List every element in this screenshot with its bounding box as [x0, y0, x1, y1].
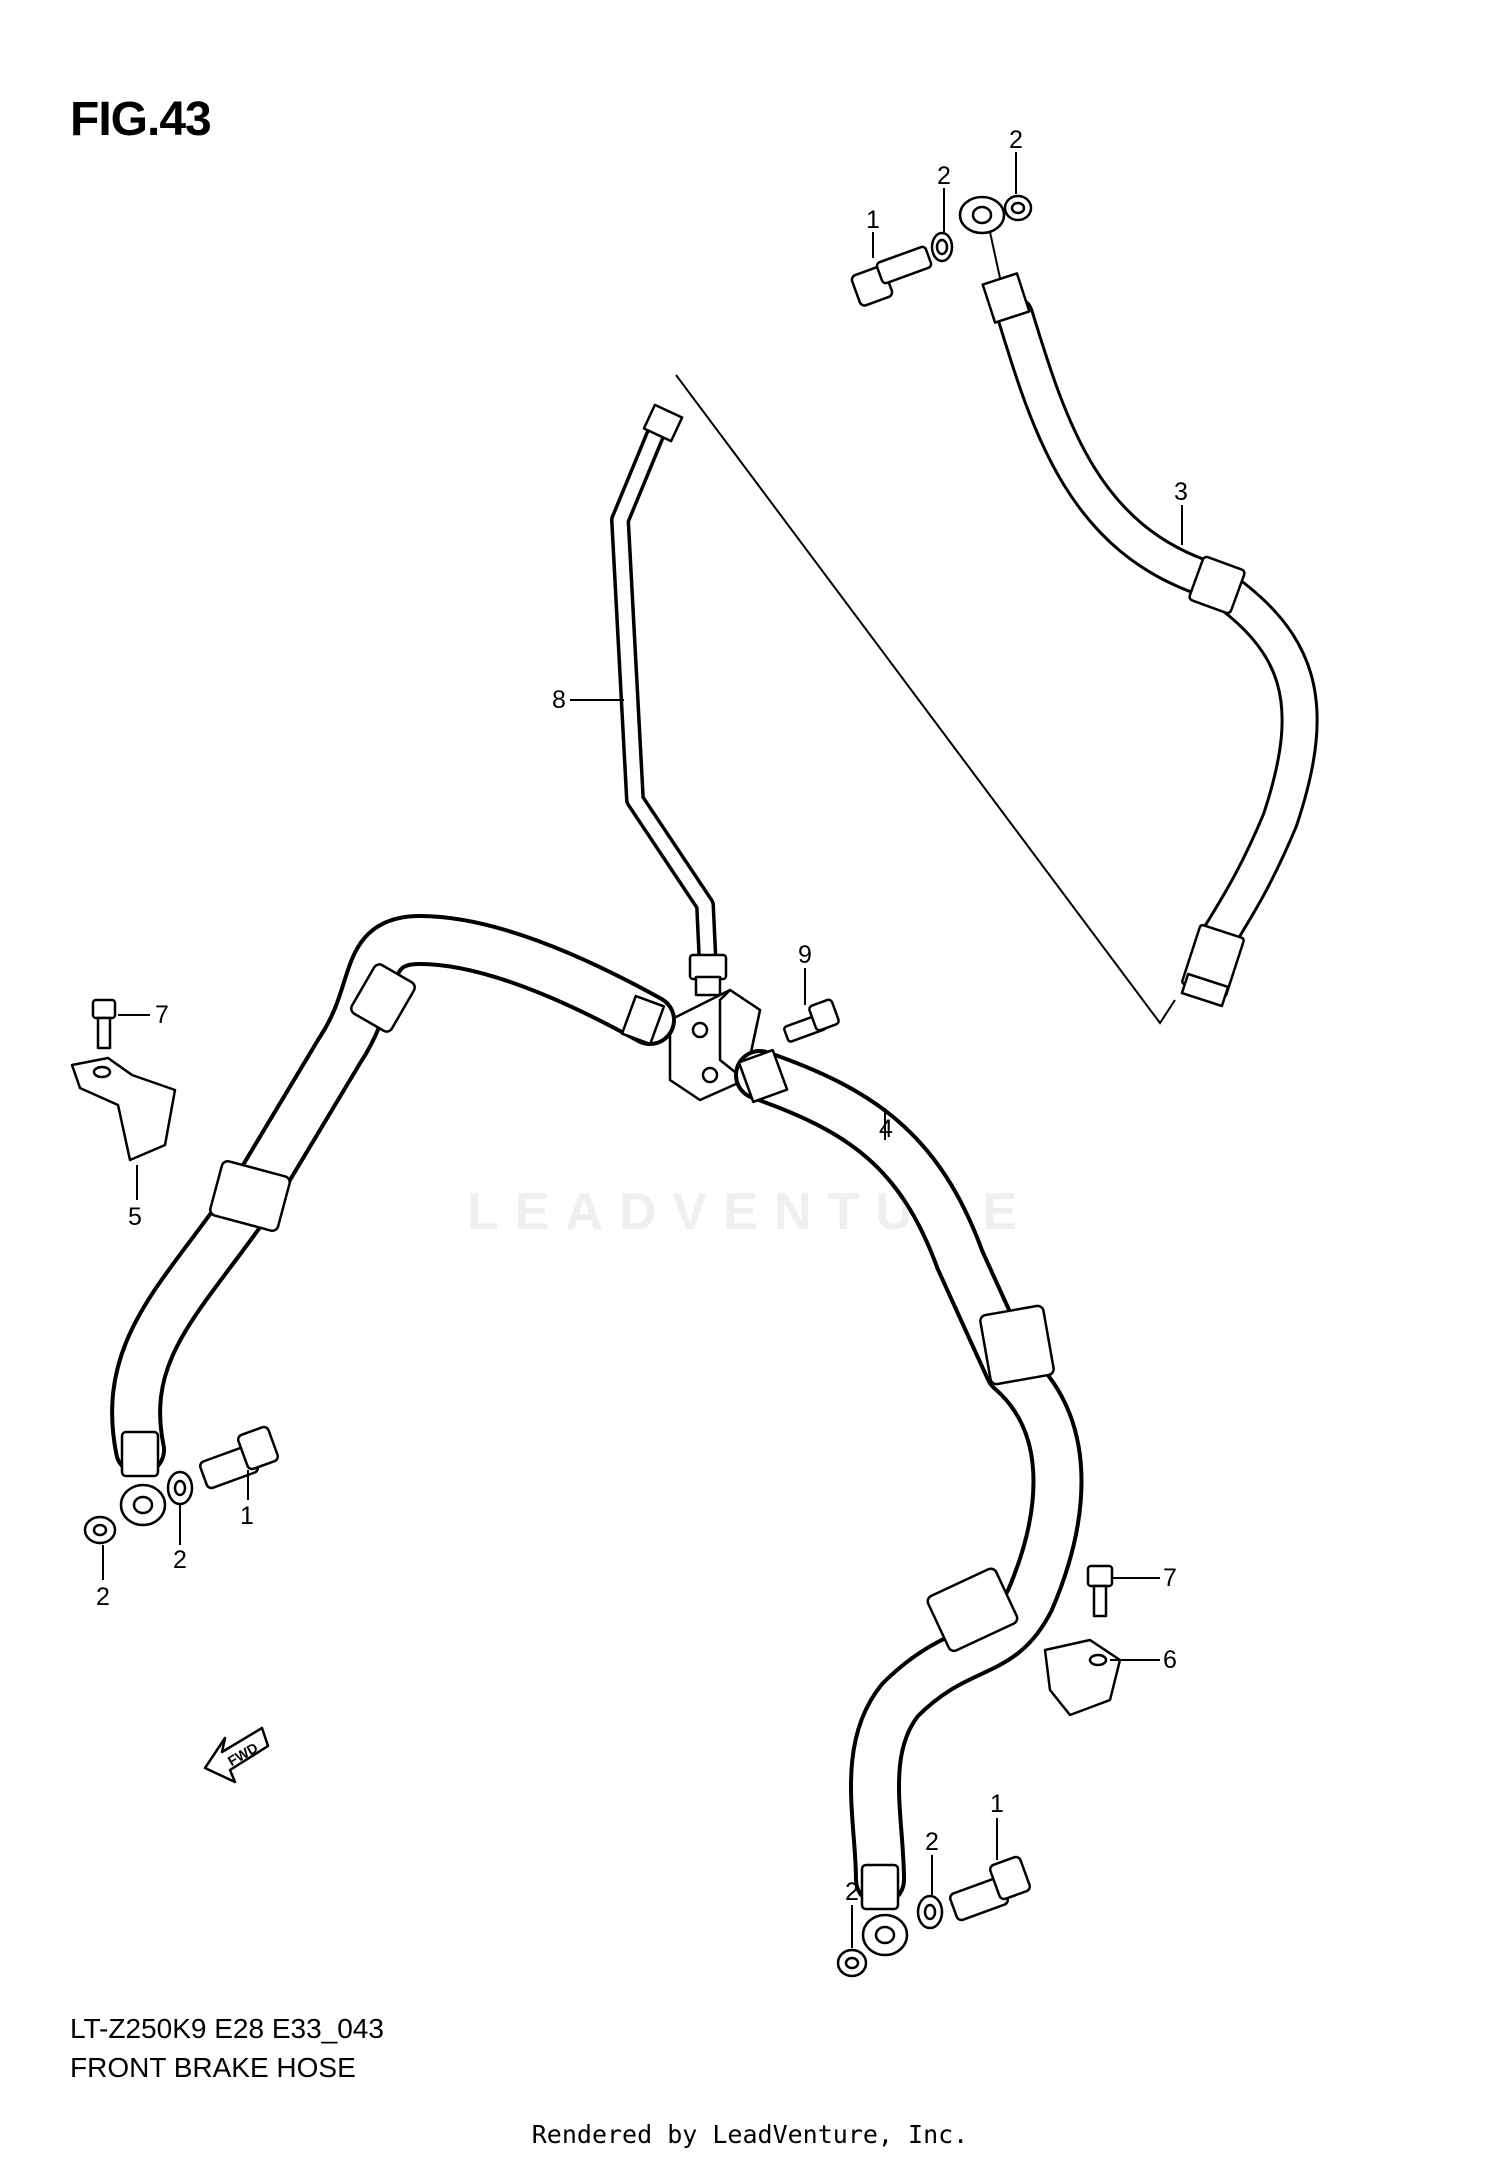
callout-1-top: 1: [866, 206, 880, 234]
callout-6: 6: [1163, 1646, 1177, 1674]
callout-7-left: 7: [155, 1001, 169, 1029]
part-title: FRONT BRAKE HOSE: [70, 2052, 356, 2083]
washer-top-b: [1003, 194, 1033, 222]
washer-left-a: [166, 1470, 194, 1506]
callout-2-left-b: 2: [96, 1583, 110, 1611]
callout-3: 3: [1174, 478, 1188, 506]
brake-pipe[interactable]: [610, 403, 728, 997]
banjo-bolt-left[interactable]: [198, 1425, 280, 1490]
washer-top-a: [930, 231, 954, 263]
clamp-bracket-right[interactable]: [1043, 1638, 1122, 1717]
banjo-fitting-right: [861, 1913, 909, 1957]
callout-5: 5: [128, 1203, 142, 1231]
washer-bottom-a: [916, 1894, 944, 1930]
brake-hose-right[interactable]: [734, 1048, 1084, 1911]
callout-1-left: 1: [240, 1502, 254, 1530]
clamp-bolt-left[interactable]: [91, 998, 117, 1050]
callout-8: 8: [552, 686, 566, 714]
callout-9: 9: [798, 941, 812, 969]
banjo-bolt-top[interactable]: [850, 245, 933, 307]
brake-hose-left[interactable]: [110, 914, 676, 1478]
figure-title: FIG.43: [70, 93, 212, 146]
washer-left-b: [83, 1515, 117, 1545]
callout-2-top-b: 2: [1009, 126, 1023, 154]
washer-bottom-b: [836, 1948, 868, 1978]
render-credit: Rendered by LeadVenture, Inc.: [531, 2120, 969, 2149]
callout-2-bottom-a: 2: [925, 1828, 939, 1856]
callout-1-bottom: 1: [990, 1790, 1004, 1818]
fwd-arrow-icon: FWD: [203, 1726, 270, 1784]
callout-2-bottom-b: 2: [845, 1878, 859, 1906]
joint-bolt[interactable]: [783, 998, 840, 1043]
callout-leaders: [102, 152, 1183, 1948]
clamp-bolt-right[interactable]: [1086, 1564, 1114, 1618]
banjo-bolt-bottom[interactable]: [948, 1855, 1032, 1922]
banjo-fitting-left: [119, 1483, 167, 1527]
banjo-fitting-upper: [958, 195, 1006, 279]
callout-7-right: 7: [1163, 1564, 1177, 1592]
model-code: LT-Z250K9 E28 E33_043: [70, 2013, 384, 2044]
clamp-bracket-left[interactable]: [70, 1056, 177, 1162]
callout-4: 4: [879, 1115, 893, 1143]
callout-2-top-a: 2: [937, 162, 951, 190]
brake-hose-upper[interactable]: [981, 272, 1319, 1008]
callout-2-left-a: 2: [173, 1546, 187, 1574]
connection-leader: [675, 374, 1176, 1025]
